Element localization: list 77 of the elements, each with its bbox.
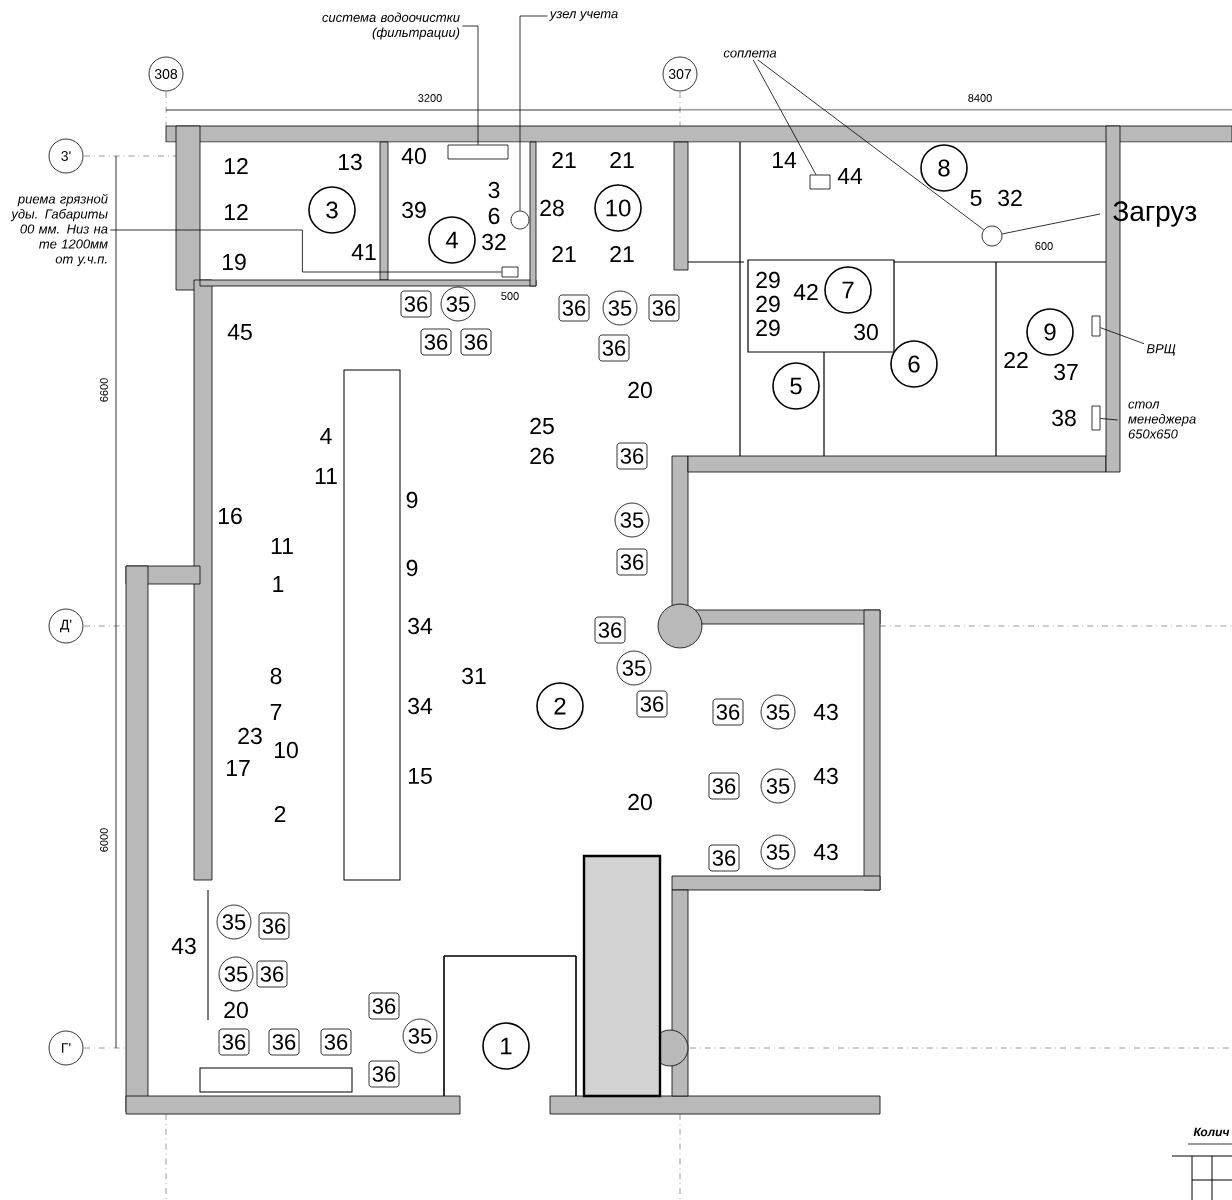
fixture-box	[501, 266, 519, 278]
callout-number: 17	[226, 760, 250, 776]
callout-number: 3	[488, 181, 500, 199]
callout-number: 4	[320, 428, 332, 444]
callout-number: 32	[482, 233, 506, 251]
room-number: 8	[920, 144, 968, 192]
callout-number: 9	[406, 559, 418, 577]
callout-number: 12	[224, 204, 248, 221]
callout-number: 6	[488, 207, 500, 225]
callout-number: 29	[756, 295, 780, 313]
callout-number: 29	[756, 319, 780, 337]
callout-number: 23	[238, 727, 262, 745]
callout-number: 41	[351, 244, 376, 260]
callout-number: 14	[772, 152, 797, 168]
callout-number: 45	[227, 324, 252, 341]
callout-number: 34	[408, 697, 433, 715]
callout-number: 16	[218, 507, 242, 525]
callout-number: 10	[274, 741, 298, 759]
leader-line	[519, 15, 548, 211]
room-number: 7	[824, 266, 872, 314]
callout-number: 12	[224, 158, 248, 175]
callout-number: 9	[406, 491, 418, 509]
callout-number: 40	[401, 147, 426, 165]
room-number: 9	[1026, 308, 1074, 356]
leader-line	[757, 59, 985, 231]
callout-number: 30	[854, 323, 878, 341]
callout-number: 21	[552, 152, 576, 169]
callout-number: 31	[462, 667, 486, 685]
callout-number: 2	[274, 806, 286, 823]
callout-number: 25	[530, 417, 554, 435]
leader-line	[752, 59, 817, 175]
callout-number: 28	[540, 199, 564, 217]
callout-number: 15	[408, 768, 432, 785]
fixture-box	[447, 144, 509, 160]
fixture-circle	[510, 210, 530, 230]
fixture-circle	[981, 225, 1003, 247]
callout-number: 19	[222, 253, 246, 271]
leader-line	[1100, 418, 1118, 421]
callout-number: 8	[270, 667, 282, 685]
room-number: 2	[536, 682, 584, 730]
callout-number: 11	[315, 468, 337, 484]
room-number: 6	[890, 340, 938, 388]
callout-number: 20	[628, 793, 652, 811]
fixture-box	[1091, 315, 1101, 337]
callout-number: 5	[970, 190, 982, 207]
callout-number: 13	[338, 153, 362, 171]
leader-line	[1100, 327, 1145, 345]
leader-line	[462, 25, 479, 145]
callout-number: 38	[1052, 409, 1076, 427]
callout-number: 7	[270, 704, 282, 720]
callout-number: 43	[813, 703, 838, 721]
callout-number: 11	[271, 538, 293, 554]
leader-line	[110, 229, 502, 273]
callout-number: 26	[530, 447, 554, 465]
room-number: 10	[594, 184, 642, 232]
callout-number: 21	[610, 152, 634, 169]
callout-number: 43	[813, 767, 838, 785]
callout-number: 29	[756, 271, 780, 289]
callout-number: 21	[552, 246, 576, 263]
room-number: 4	[428, 216, 476, 264]
callout-number: 22	[1004, 352, 1028, 369]
callout-number: 34	[408, 617, 433, 635]
callout-number: 20	[224, 1001, 248, 1019]
room-number: 3	[308, 186, 356, 234]
fixture-box	[809, 174, 831, 190]
callout-number: 43	[171, 937, 196, 955]
fixture-box	[1091, 405, 1101, 431]
room-number: 5	[772, 362, 820, 410]
callout-number: 39	[402, 201, 426, 219]
callout-number: 1	[273, 576, 284, 592]
callout-number: 44	[837, 168, 863, 184]
callout-number: 43	[813, 843, 838, 861]
callout-number: 20	[628, 381, 652, 399]
room-number: 1	[482, 1022, 530, 1070]
callout-number: 32	[998, 189, 1022, 207]
callout-number: 42	[793, 284, 818, 301]
callout-number: 37	[1054, 363, 1078, 381]
